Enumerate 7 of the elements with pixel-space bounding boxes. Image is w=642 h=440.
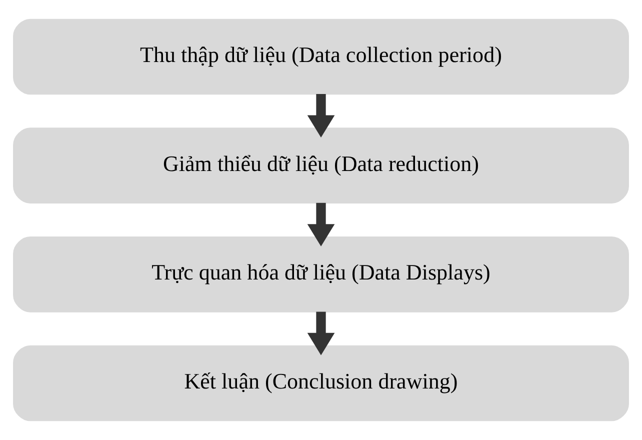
node-box: Trực quan hóa dữ liệu (Data Displays)	[13, 236, 629, 312]
node-box: Thu thập dữ liệu (Data collection period)	[13, 18, 629, 95]
arrow	[307, 94, 335, 138]
arrow	[307, 312, 335, 356]
node-box: Giảm thiểu dữ liệu (Data reduction)	[13, 128, 629, 204]
arrow	[307, 202, 335, 246]
node-box: Kết luận (Conclusion drawing)	[13, 345, 629, 422]
